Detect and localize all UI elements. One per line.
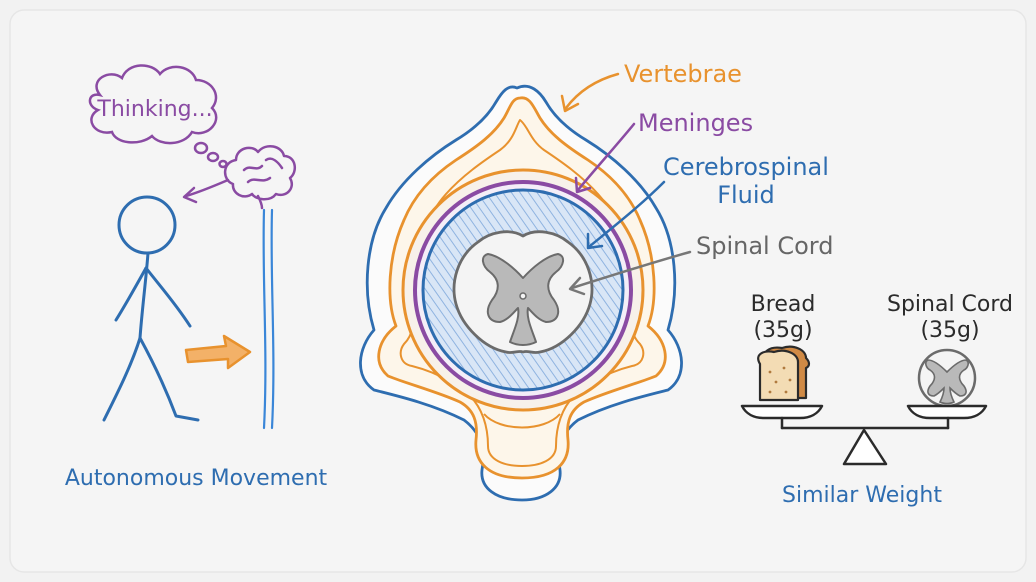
spinal-cord-label: Spinal Cord (696, 232, 833, 260)
csf-arrowhead (586, 232, 604, 250)
meninges-label: Meninges (638, 109, 753, 137)
vertebrae-arrowhead (560, 94, 580, 113)
meninges-arrowhead (574, 176, 592, 194)
thought-bubble (88, 64, 228, 169)
autonomous-movement-caption: Autonomous Movement (65, 466, 328, 491)
spinal-cord-arrowhead (568, 276, 586, 296)
vertebrae-label: Vertebrae (624, 60, 742, 88)
bread-name-label: Bread (751, 292, 816, 317)
fulcrum (842, 428, 888, 466)
right-pan (906, 404, 988, 420)
stick-figure (102, 195, 200, 422)
spinal-cord-icon (917, 348, 977, 408)
brain-to-head-arrow (182, 178, 230, 204)
csf-label-line1: Cerebrospinal (663, 153, 829, 181)
csf-arrow (588, 180, 666, 248)
balance-scale (740, 404, 988, 466)
bread-icon (757, 345, 811, 402)
similar-weight-caption: Similar Weight (782, 483, 942, 508)
spinal-cord-arrow (570, 250, 692, 290)
central-canal (519, 292, 527, 300)
vertebrae-arrow (564, 72, 620, 110)
bread-weight-label: (35g) (753, 318, 812, 343)
weight-comparison-panel: Bread (35g) Spinal Cord (35g) (740, 292, 1013, 508)
movement-arrow (184, 334, 252, 370)
left-pan (740, 404, 824, 420)
spinal-cross-section: Vertebrae Meninges Cerebrospinal Fluid S… (359, 60, 833, 502)
meninges-arrow (576, 122, 636, 192)
vertebral-body-contour (483, 413, 561, 429)
cord-weight-label: (35g) (920, 318, 979, 343)
cord-name-label: Spinal Cord (887, 292, 1013, 317)
autonomous-movement-panel: Thinking... Auto (65, 64, 328, 491)
spinal-cord-tube (262, 208, 275, 430)
brain-icon (223, 144, 297, 210)
csf-label-line2: Fluid (717, 181, 775, 209)
thought-text: Thinking... (96, 97, 212, 122)
